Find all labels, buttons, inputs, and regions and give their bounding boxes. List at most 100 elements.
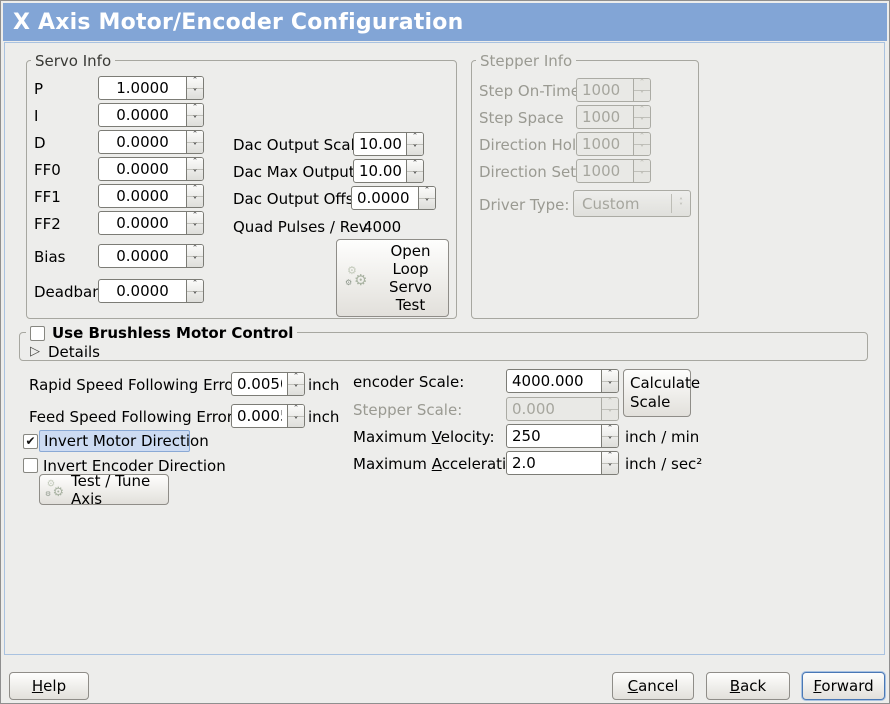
spin-down-icon[interactable]: ˅ <box>192 87 198 99</box>
spin-up-icon[interactable]: ˄ <box>187 245 203 257</box>
dac-output-offset-stepper[interactable]: ˄˅ <box>418 187 435 209</box>
feed-following-error-input[interactable] <box>232 405 287 427</box>
invert-motor-checkbox[interactable]: ✔ <box>23 434 38 449</box>
spinbox-ff1: ˄˅ <box>98 184 204 208</box>
spin-down-icon[interactable]: ˅ <box>293 383 299 395</box>
spin-down-icon[interactable]: ˅ <box>412 170 418 182</box>
calculate-scale-button[interactable]: Calculate Scale <box>623 369 700 417</box>
bias-input[interactable] <box>99 245 186 267</box>
label-rapid-following-error: Rapid Speed Following Error: <box>29 376 245 394</box>
feed-following-error-stepper[interactable]: ˄˅ <box>287 405 304 427</box>
dac-output-scale-stepper[interactable]: ˄˅ <box>406 133 423 155</box>
details-expander-label[interactable]: Details <box>48 343 101 361</box>
dac-output-scale-input[interactable] <box>354 133 406 155</box>
spin-up-icon[interactable]: ˄ <box>602 452 618 464</box>
spin-down-icon[interactable]: ˅ <box>607 462 613 474</box>
direction-setup-input <box>577 160 633 182</box>
p-stepper[interactable]: ˄˅ <box>186 77 203 99</box>
help-button[interactable]: Help <box>9 672 89 700</box>
invert-motor-label-highlight[interactable]: Invert Motor Direction <box>39 430 209 452</box>
test-tune-axis-button[interactable]: ⚙⚙⚙ Test / Tune Axis <box>39 471 169 508</box>
spin-up-icon[interactable]: ˄ <box>602 425 618 437</box>
quad-pulses-value: 4000 <box>363 218 402 236</box>
ff0-input[interactable] <box>99 158 186 180</box>
spin-down-icon[interactable]: ˅ <box>192 141 198 153</box>
stepper-scale-input <box>507 398 601 420</box>
invert-encoder-checkbox[interactable] <box>23 458 38 473</box>
forward-button-label: Forward <box>813 677 874 695</box>
label-direction-hold: Direction Hold <box>479 136 586 154</box>
spin-up-icon[interactable]: ˄ <box>419 187 435 199</box>
spin-up-icon[interactable]: ˄ <box>288 373 304 385</box>
gears-icon: ⚙⚙⚙ <box>45 477 65 499</box>
label-maximum-velocity: Maximum Velocity: <box>353 428 495 446</box>
use-brushless-checkbox[interactable] <box>30 325 45 341</box>
forward-button[interactable]: Forward <box>802 672 885 700</box>
spin-down-icon[interactable]: ˅ <box>192 114 198 126</box>
invert-encoder-label[interactable]: Invert Encoder Direction <box>43 457 226 475</box>
spinbox-step-on-time: ˄˅ <box>576 78 651 102</box>
spinbox-feed-following-error: ˄˅ <box>231 404 305 428</box>
spin-up-icon[interactable]: ˄ <box>602 370 618 382</box>
encoder-scale-input[interactable] <box>507 370 601 392</box>
spinbox-bias: ˄˅ <box>98 244 204 268</box>
spin-up-icon[interactable]: ˄ <box>187 77 203 89</box>
spin-up-icon[interactable]: ˄ <box>407 133 423 145</box>
spin-down-icon[interactable]: ˅ <box>192 290 198 302</box>
spin-up-icon[interactable]: ˄ <box>288 405 304 417</box>
spin-up-icon[interactable]: ˄ <box>187 131 203 143</box>
spin-up-icon[interactable]: ˄ <box>407 160 423 172</box>
expander-arrow-icon[interactable]: ▷ <box>30 344 40 359</box>
d-stepper[interactable]: ˄˅ <box>186 131 203 153</box>
dac-max-output-stepper[interactable]: ˄˅ <box>406 160 423 182</box>
test-tune-axis-label: Test / Tune Axis <box>71 471 151 508</box>
cancel-button[interactable]: Cancel <box>612 672 694 700</box>
spin-up-icon[interactable]: ˄ <box>187 158 203 170</box>
encoder-scale-stepper[interactable]: ˄˅ <box>601 370 618 392</box>
spin-down-icon[interactable]: ˅ <box>192 255 198 267</box>
spinbox-d: ˄˅ <box>98 130 204 154</box>
spin-down-icon[interactable]: ˅ <box>192 168 198 180</box>
label-encoder-scale: encoder Scale: <box>353 373 465 391</box>
spin-down-icon[interactable]: ˅ <box>293 415 299 427</box>
ff1-stepper[interactable]: ˄˅ <box>186 185 203 207</box>
spin-down-icon: ˅ <box>607 408 613 420</box>
label-i: I <box>34 107 39 125</box>
dac-output-offset-input[interactable] <box>352 187 418 209</box>
rapid-following-error-input[interactable] <box>232 373 287 395</box>
spin-down-icon[interactable]: ˅ <box>192 222 198 234</box>
label-ff2: FF2 <box>34 215 61 233</box>
spinbox-step-space: ˄˅ <box>576 105 651 129</box>
spin-up-icon[interactable]: ˄ <box>187 185 203 197</box>
open-loop-servo-test-button[interactable]: ⚙⚙⚙ Open Loop Servo Test <box>336 239 449 317</box>
bias-stepper[interactable]: ˄˅ <box>186 245 203 267</box>
spin-down-icon[interactable]: ˅ <box>192 195 198 207</box>
spin-up-icon[interactable]: ˄ <box>187 212 203 224</box>
ff0-stepper[interactable]: ˄˅ <box>186 158 203 180</box>
ff2-input[interactable] <box>99 212 186 234</box>
deadband-stepper[interactable]: ˄˅ <box>186 280 203 302</box>
spin-down-icon[interactable]: ˅ <box>412 143 418 155</box>
i-input[interactable] <box>99 104 186 126</box>
deadband-input[interactable] <box>99 280 186 302</box>
rapid-following-error-stepper[interactable]: ˄˅ <box>287 373 304 395</box>
spin-up-icon[interactable]: ˄ <box>187 104 203 116</box>
stepper-scale-stepper: ˄˅ <box>601 398 618 420</box>
label-dac-output-offset: Dac Output Offset: <box>233 190 374 208</box>
p-input[interactable] <box>99 77 186 99</box>
spin-down-icon[interactable]: ˅ <box>424 197 430 209</box>
maximum-velocity-stepper[interactable]: ˄˅ <box>601 425 618 447</box>
maximum-acceleration-stepper[interactable]: ˄˅ <box>601 452 618 474</box>
spin-up-icon[interactable]: ˄ <box>187 280 203 292</box>
d-input[interactable] <box>99 131 186 153</box>
maximum-acceleration-input[interactable] <box>507 452 601 474</box>
maximum-velocity-input[interactable] <box>507 425 601 447</box>
label-p: P <box>34 80 44 98</box>
i-stepper[interactable]: ˄˅ <box>186 104 203 126</box>
ff1-input[interactable] <box>99 185 186 207</box>
ff2-stepper[interactable]: ˄˅ <box>186 212 203 234</box>
dac-max-output-input[interactable] <box>354 160 406 182</box>
spin-down-icon[interactable]: ˅ <box>607 435 613 447</box>
back-button[interactable]: Back <box>706 672 790 700</box>
spin-down-icon[interactable]: ˅ <box>607 380 613 392</box>
